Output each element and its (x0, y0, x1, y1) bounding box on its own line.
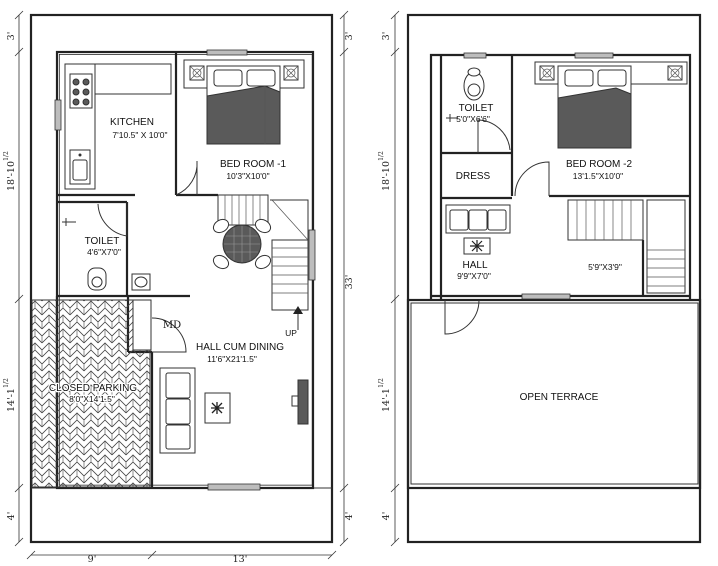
open-terrace-area (410, 302, 699, 485)
ff-dim-left-low-frac: 1/2 (378, 378, 385, 388)
gf-toilet-size: 4'6"X7'0" (87, 247, 121, 257)
parking-size: 8'0"X14'1.5" (69, 394, 115, 404)
bedroom1-door-swing (175, 160, 198, 196)
ff-stair-size: 5'9"X3'9" (588, 262, 622, 272)
gf-dim-left-low-frac: 1/2 (3, 378, 10, 388)
ff-toilet-size: 5'0"X6'6" (456, 114, 490, 124)
first-floor-plan (390, 10, 702, 547)
dress-label: DRESS (456, 171, 491, 182)
gf-toilet-name: TOILET (85, 236, 120, 247)
gf-dimension-texts: 3' 18'-10 1/2 14'-1 1/2 4' 3' 33' 4' 9' … (3, 32, 355, 565)
gf-right-dimensions (339, 10, 349, 547)
closed-parking-hatch (31, 299, 151, 488)
gf-labels: KITCHEN 7'10.5" X 10'0" BED ROOM -1 10'3… (48, 117, 298, 405)
gf-plot-boundary (29, 13, 334, 544)
ground-floor-plan (14, 10, 349, 560)
gf-dim-right-bottom: 4' (344, 512, 355, 521)
ff-toilet-name: TOILET (459, 103, 494, 114)
stairs-up-label: UP (285, 328, 297, 338)
gf-dim-left-top: 3' (6, 32, 17, 41)
ff-dim-left-mid-frac: 1/2 (378, 151, 385, 161)
ff-dim-left-low: 14'-1 (381, 388, 392, 412)
main-door-swing (151, 317, 187, 353)
gf-window-hall (207, 483, 261, 491)
bedroom2-size: 13'1.5"X10'0" (573, 171, 623, 181)
gf-dim-bottom-right: 13' (233, 554, 248, 565)
gf-bottom-dimensions (26, 550, 337, 560)
ff-dim-left-bottom: 4' (381, 512, 392, 521)
dining-table-icon (212, 218, 272, 270)
bedroom1-name: BED ROOM -1 (220, 159, 287, 170)
terrace-label: OPEN TERRACE (520, 392, 599, 403)
ff-hall-size: 9'9"X7'0" (457, 271, 491, 281)
ff-house-walls (429, 53, 692, 300)
ff-dim-left-mid: 18'-10 (381, 161, 392, 191)
gf-left-dimensions (14, 10, 24, 547)
gf-dim-right-top: 3' (344, 32, 355, 41)
bedroom1-size: 10'3"X10'0" (226, 171, 269, 181)
parking-name: CLOSED PARKING (49, 383, 137, 394)
ff-staircase (567, 199, 686, 294)
ff-sofa-icon (445, 204, 511, 234)
gf-dim-right-total: 33' (344, 275, 355, 290)
hall-name: HALL CUM DINING (196, 342, 284, 353)
hall-size: 11'6"X21'1.5" (207, 354, 257, 364)
gf-window-bedroom (206, 49, 248, 56)
terrace-door-swing (444, 299, 480, 335)
gf-dim-left-mid-frac: 1/2 (3, 151, 10, 161)
kitchen-name: KITCHEN (110, 117, 154, 128)
kitchen-size: 7'10.5" X 10'0" (112, 130, 167, 140)
gf-dim-left-low: 14'-1 (6, 388, 17, 412)
tv-unit-icon (297, 379, 309, 425)
ff-dimension-texts: 3' 18'-10 1/2 14'-1 1/2 4' (378, 32, 392, 521)
bedroom2-name: BED ROOM -2 (566, 159, 633, 170)
ff-left-dimensions (390, 10, 400, 547)
ff-hall-name: HALL (462, 260, 487, 271)
ff-dim-left-top: 3' (381, 32, 392, 41)
gf-dim-bottom-left: 9' (88, 554, 97, 565)
ff-plot-boundary (406, 13, 702, 544)
gf-dim-left-mid: 18'-10 (6, 161, 17, 191)
gf-dim-left-bottom: 4' (6, 512, 17, 521)
main-door-label: MD (163, 320, 181, 331)
ff-labels: TOILET 5'0"X6'6" BED ROOM -2 13'1.5"X10'… (456, 103, 633, 403)
sofa-icon (159, 367, 196, 454)
